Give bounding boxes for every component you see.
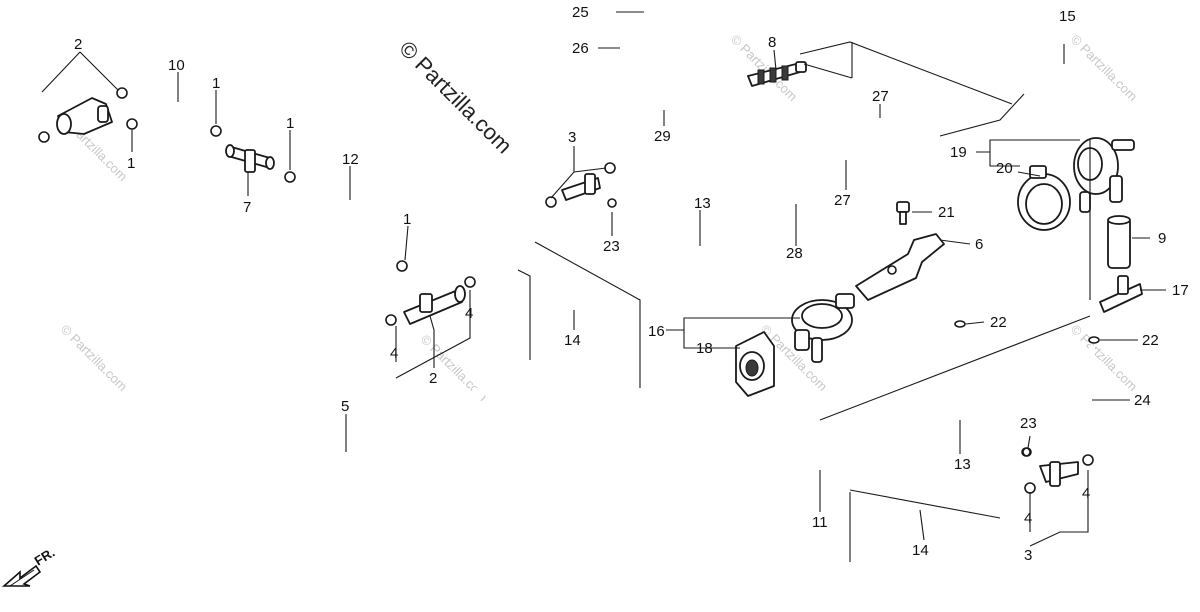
part-20-band [1017,165,1071,231]
callout-1: 1 [286,115,294,132]
callout-23: 23 [1020,415,1037,432]
callout-2: 2 [429,370,437,387]
part-7-tee [225,144,275,173]
clip-22b [1088,336,1100,344]
front-direction-arrow: FR. [1,545,58,587]
hose-28 [787,101,821,225]
callout-27: 27 [834,192,851,209]
hose-24 [955,339,1095,432]
callout-6: 6 [975,236,983,253]
part-21-bolt [896,201,910,225]
clamp-1d [396,260,408,272]
clamp-1c [284,171,296,183]
callout-22: 22 [1142,332,1159,349]
clamp-1a [126,118,138,130]
hose-13-upper [630,210,780,308]
front-label: FR. [32,545,58,569]
part-3-tee-lower [1022,447,1094,494]
part-6-bracket [855,233,945,301]
callout-27: 27 [872,88,889,105]
callout-26: 26 [572,40,589,57]
clip-22a [954,320,966,328]
callout-25: 25 [572,4,589,21]
callout-9: 9 [1158,230,1166,247]
hose-5-branches [89,443,349,581]
callout-14: 14 [564,332,581,349]
hose-15 [1010,58,1097,111]
callout-12: 12 [342,151,359,168]
hose-13-lower [864,348,1018,448]
callout-4: 4 [465,305,473,322]
hose-12 [298,181,390,255]
callout-18: 18 [696,340,713,357]
faint-watermark: © Partzilla.com [58,322,131,395]
callout-1: 1 [127,155,135,172]
callout-16: 16 [648,323,665,340]
hose-27-b [827,105,941,151]
clamp-1b [210,125,222,137]
part-16-fuel-pump [791,293,855,363]
hose-14-right [875,467,977,527]
callout-2: 2 [74,36,82,53]
callout-13: 13 [954,456,971,473]
callout-5: 5 [341,398,349,415]
hose-14-left [534,273,622,367]
part-17-tee [1099,275,1143,313]
hose-26 [619,35,715,53]
callout-7: 7 [243,199,251,216]
part-2-tee [385,276,476,326]
callout-10: 10 [168,57,185,74]
callout-4: 4 [1024,510,1032,527]
callout-20: 20 [996,160,1013,177]
hose-25 [621,2,697,35]
clip-23 [1021,447,1031,457]
part-2-valve [38,87,128,143]
callout-1: 1 [403,211,411,228]
callout-13: 13 [694,195,711,212]
callouts: 2 10 1 1 1 12 7 1 4 4 2 5 25 26 29 8 3 2… [74,4,1189,564]
callout-11: 11 [812,514,828,531]
callout-17: 17 [1172,282,1189,299]
callout-3: 3 [568,129,576,146]
callout-1: 1 [212,75,220,92]
hose-9 [1107,215,1131,269]
part-3-tee-upper [545,162,617,208]
callout-23: 23 [603,238,620,255]
hose-27-a [809,101,885,183]
callout-22: 22 [990,314,1007,331]
callout-19: 19 [950,144,967,161]
part-19-filter [1073,137,1135,213]
components [38,61,1143,494]
hose-29 [579,63,733,115]
callout-29: 29 [654,128,671,145]
callout-28: 28 [786,245,803,262]
part-18-bracket [735,331,775,397]
part-8-manifold [747,61,807,87]
callout-4: 4 [1082,485,1090,502]
callout-4: 4 [390,345,398,362]
faint-watermark: © Partzilla.com [1068,322,1141,395]
callout-15: 15 [1059,8,1076,25]
hoses [89,2,1131,581]
hose-11 [815,417,887,474]
watermark: © Partzilla.com [394,36,517,159]
callout-24: 24 [1134,392,1151,409]
callout-8: 8 [768,34,776,51]
callout-3: 3 [1024,547,1032,564]
hose-5 [287,374,528,503]
leader-lines [41,11,1166,562]
hose-10 [146,105,211,132]
callout-21: 21 [938,204,955,221]
callout-14: 14 [912,542,929,559]
